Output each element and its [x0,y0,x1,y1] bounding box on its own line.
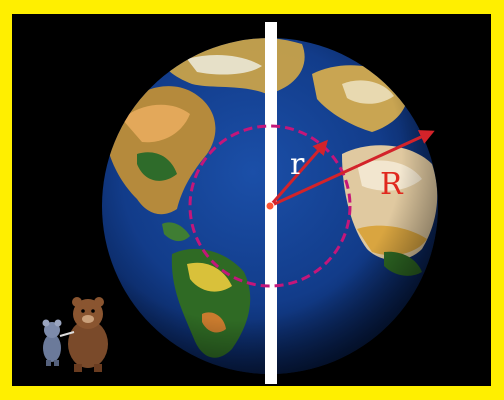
label-outer-radius: R [380,167,404,202]
diagram-panel: r R [12,14,491,386]
label-inner-radius: r [290,147,305,182]
inner-radius-circle [188,124,352,288]
mouse-and-bear-mascots-icon [42,297,108,372]
inner-radius-arrow [268,139,328,207]
outer-radius-arrow [269,130,435,208]
center-point [265,201,275,211]
earth-radius-diagram: r R [42,22,438,384]
